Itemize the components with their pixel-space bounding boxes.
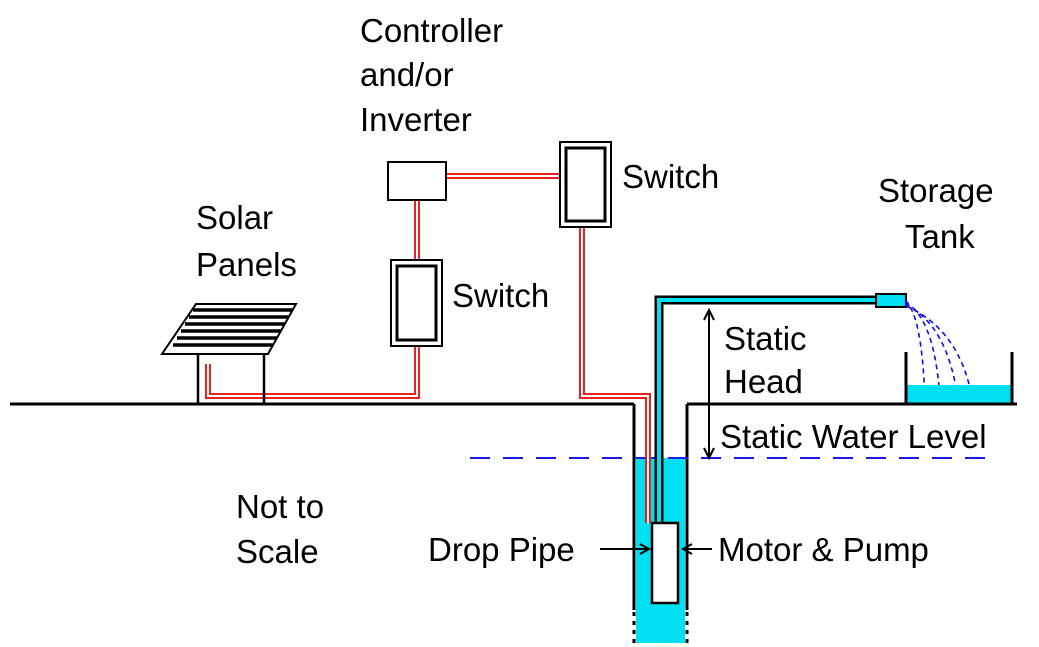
pipe-nozzle bbox=[875, 293, 907, 308]
controller-box bbox=[387, 161, 447, 201]
switch-top-label: Switch bbox=[622, 158, 719, 195]
static-head-dimension bbox=[703, 307, 715, 461]
switch-top bbox=[559, 141, 612, 228]
motor-pump-label: Motor & Pump bbox=[718, 531, 929, 568]
tank-label-line2: Tank bbox=[905, 218, 975, 255]
wires bbox=[205, 173, 651, 523]
controller-label-line2: and/or bbox=[360, 56, 454, 93]
tank-label-line1: Storage bbox=[878, 172, 994, 209]
solar-label-line1: Solar bbox=[196, 199, 273, 236]
not-to-scale-line1: Not to bbox=[236, 488, 324, 525]
switch-mid bbox=[390, 259, 443, 347]
not-to-scale-line2: Scale bbox=[236, 533, 319, 570]
well-casing bbox=[632, 404, 689, 645]
solar-label-line2: Panels bbox=[196, 246, 297, 283]
controller-label-line3: Inverter bbox=[360, 101, 472, 138]
switch-mid-label: Switch bbox=[452, 277, 549, 314]
static-head-label-line1: Static bbox=[724, 320, 807, 357]
water-stream bbox=[904, 299, 973, 401]
motor-pump bbox=[650, 521, 680, 605]
static-head-label-line2: Head bbox=[724, 363, 803, 400]
static-water-level-label: Static Water Level bbox=[720, 418, 987, 455]
solar-panel bbox=[160, 303, 298, 404]
storage-tank bbox=[904, 352, 1014, 406]
controller-label-line1: Controller bbox=[360, 12, 503, 49]
pointer-arrows bbox=[600, 543, 712, 555]
drop-pipe-label: Drop Pipe bbox=[428, 531, 575, 568]
drop-pipe bbox=[654, 293, 907, 523]
